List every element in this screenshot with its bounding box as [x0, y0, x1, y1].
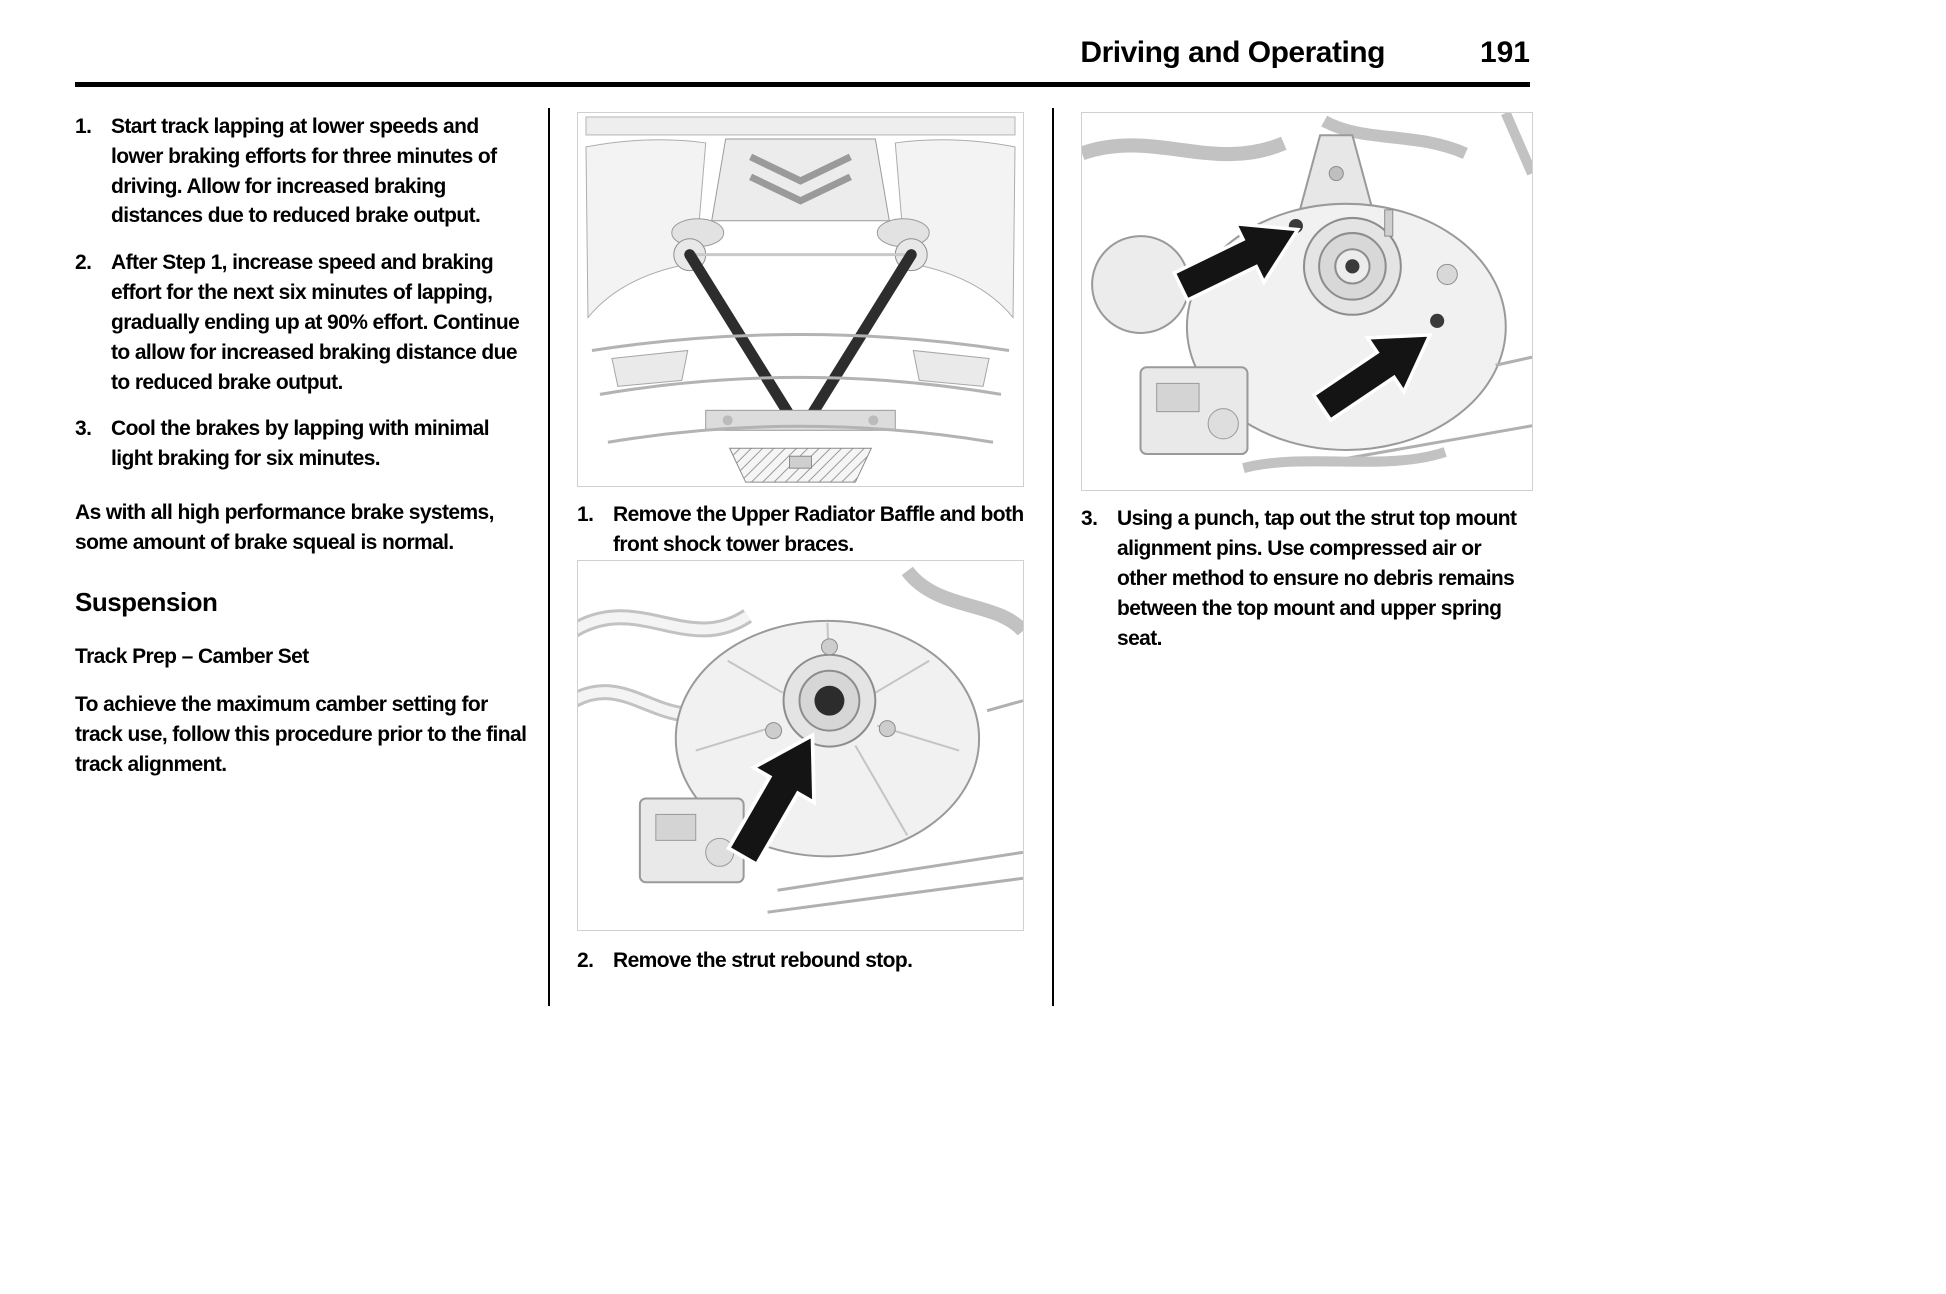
page-header: Driving and Operating 191 [75, 36, 1530, 70]
figure-caption: 1. Remove the Upper Radiator Baffle and … [577, 500, 1024, 560]
caption-text: Remove the strut rebound stop. [613, 948, 913, 972]
column-divider-right [1052, 108, 1054, 1006]
list-item: 1. Start track lapping at lower speeds a… [75, 112, 527, 231]
caption-text: Using a punch, tap out the strut top mou… [1117, 507, 1517, 650]
right-column: 3. Using a punch, tap out the strut top … [1081, 112, 1533, 653]
left-column: 1. Start track lapping at lower speeds a… [75, 112, 527, 780]
middle-column: 1. Remove the Upper Radiator Baffle and … [577, 112, 1024, 976]
list-item-text: Cool the brakes by lapping with minimal … [111, 417, 490, 471]
strut-tower-illustration [578, 566, 1023, 914]
camber-set-intro: To achieve the maximum camber setting fo… [75, 693, 527, 776]
subheading-track-prep-camber-set: Track Prep – Camber Set [75, 645, 309, 669]
figure-caption: 2. Remove the strut rebound stop. [577, 946, 1024, 976]
strut-top-mount-illustration [1082, 113, 1532, 474]
column-divider-left [548, 108, 550, 1006]
figure-strut-top-mount-pins [1081, 112, 1533, 492]
list-item-number: 2. [75, 251, 92, 275]
engine-bay-illustration [585, 116, 1016, 483]
heading-suspension: Suspension [75, 586, 218, 617]
list-item-number: 3. [75, 417, 92, 441]
page-number: 191 [1479, 36, 1530, 69]
figure-strut-rebound-stop [577, 559, 1024, 931]
list-item: 2. After Step 1, increase speed and brak… [75, 248, 527, 397]
section-title: Driving and Operating [1080, 36, 1385, 69]
list-item-text: After Step 1, increase speed and braking… [111, 251, 520, 394]
caption-number: 1. [577, 503, 594, 527]
caption-number: 2. [577, 948, 594, 972]
list-item-text: Start track lapping at lower speeds and … [111, 115, 497, 228]
caption-number: 3. [1081, 507, 1098, 531]
brake-squeal-note: As with all high performance brake syste… [75, 500, 494, 554]
list-item: 3. Cool the brakes by lapping with minim… [75, 414, 527, 474]
figure-caption: 3. Using a punch, tap out the strut top … [1081, 504, 1533, 653]
header-rule [75, 82, 1530, 87]
list-item-number: 1. [75, 115, 92, 138]
caption-text: Remove the Upper Radiator Baffle and bot… [613, 503, 1024, 556]
alignment-pin [1430, 313, 1445, 328]
figure-engine-bay-tower-braces [577, 112, 1024, 488]
